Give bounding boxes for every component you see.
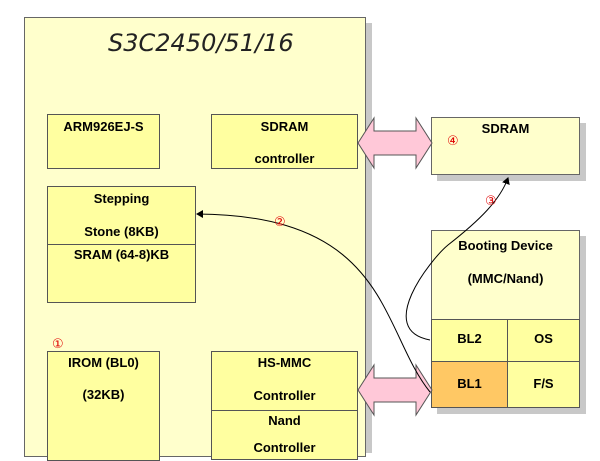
step-1-marker: ①: [52, 336, 64, 351]
stepping-stone-divider: [47, 244, 196, 245]
bl2-to-sdram-arrow: [405, 177, 510, 341]
arrows-layer: [196, 116, 510, 417]
arm-core-label: ARM926EJ-S: [63, 119, 144, 134]
sram-label: SRAM (64-8)KB: [73, 247, 170, 262]
step-4-marker: ④: [447, 133, 459, 148]
bl2-label: BL2: [457, 331, 482, 346]
sdram-controller-line2: controller: [254, 151, 315, 166]
booting-device-line2: (MMC/Nand): [467, 271, 544, 286]
nand-line1: Nand: [268, 413, 301, 428]
fs-cell: [507, 361, 580, 408]
fs-label: F/S: [533, 376, 554, 391]
os-label: OS: [534, 331, 553, 346]
booting-device-line1: Booting Device: [458, 238, 553, 253]
external-sdram-label: SDRAM: [481, 121, 530, 136]
hsmmc-controller-block: [211, 351, 358, 411]
bl1-to-stepping-stone-arrow: [196, 210, 431, 393]
hsmmc-line2: Controller: [253, 388, 316, 403]
arm-core-block: [47, 114, 160, 169]
step-3-marker: ③: [485, 193, 497, 208]
stepping-stone-line2: Stone (8KB): [84, 224, 159, 239]
sdram-controller-line1: SDRAM: [260, 119, 309, 134]
chip-title: S3C2450/51/16: [108, 29, 294, 57]
bl1-cell: [431, 361, 508, 408]
sdram-controller-block: [211, 114, 358, 169]
hsmmc-line1: HS-MMC: [257, 355, 312, 370]
bl1-label: BL1: [457, 376, 482, 391]
irom-block: [47, 351, 160, 461]
stepping-stone-line1: Stepping: [93, 191, 150, 206]
boot-bus-arrow: [357, 363, 433, 417]
step-2-marker: ②: [274, 214, 286, 229]
external-sdram-box: [431, 117, 580, 175]
irom-line1: IROM (BL0): [68, 355, 139, 370]
irom-line2: (32KB): [82, 387, 125, 402]
sdram-bus-arrow: [357, 116, 433, 170]
